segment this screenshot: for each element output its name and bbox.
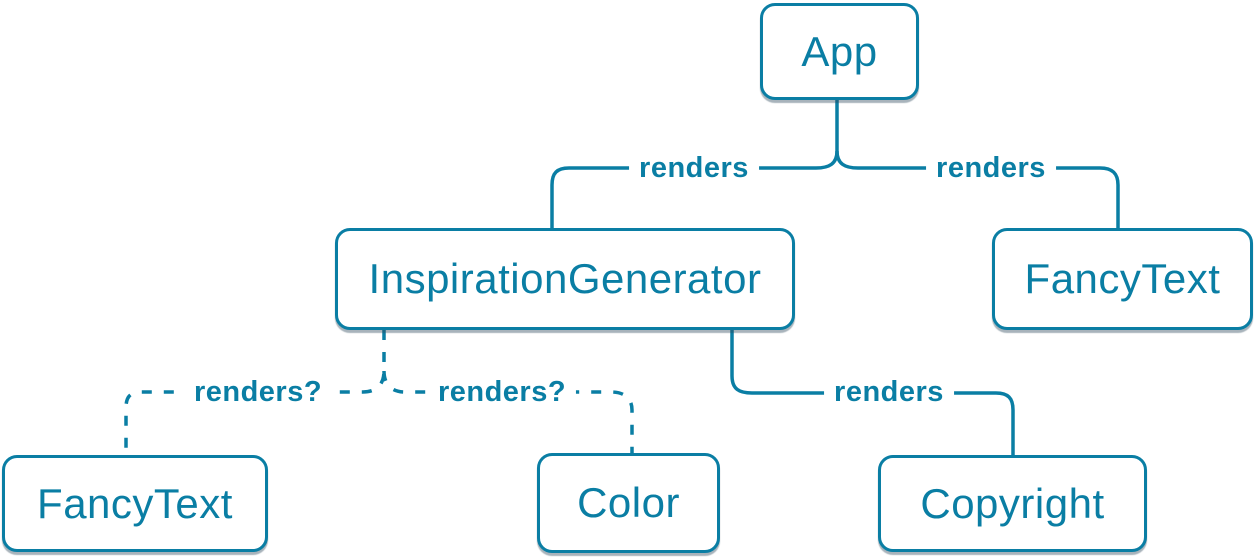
node-color: Color: [537, 453, 720, 553]
node-fancy-text-top: FancyText: [992, 228, 1253, 330]
edge-label-app-fancytext: renders: [926, 152, 1056, 185]
node-inspiration-generator-label: InspirationGenerator: [368, 255, 762, 302]
node-fancy-text-bottom: FancyText: [2, 455, 268, 552]
edge-inspirationgenerator-to-color: [382, 370, 634, 453]
node-app-label: App: [801, 27, 878, 75]
node-copyright-label: Copyright: [920, 479, 1105, 527]
node-copyright: Copyright: [878, 455, 1147, 552]
node-fancy-text-bottom-label: FancyText: [37, 479, 233, 527]
edge-label-inspirationgenerator-color: renders?: [427, 376, 577, 409]
node-inspiration-generator: InspirationGenerator: [335, 228, 795, 330]
node-fancy-text-top-label: FancyText: [1024, 255, 1221, 302]
edge-app-to-fancytext: [835, 150, 1120, 228]
edge-label-inspirationgenerator-copyright: renders: [824, 376, 954, 409]
node-color-label: Color: [577, 479, 680, 526]
node-app: App: [760, 3, 919, 100]
edge-label-app-inspirationgenerator: renders: [629, 152, 759, 185]
edge-label-inspirationgenerator-fancytext: renders?: [183, 376, 333, 409]
